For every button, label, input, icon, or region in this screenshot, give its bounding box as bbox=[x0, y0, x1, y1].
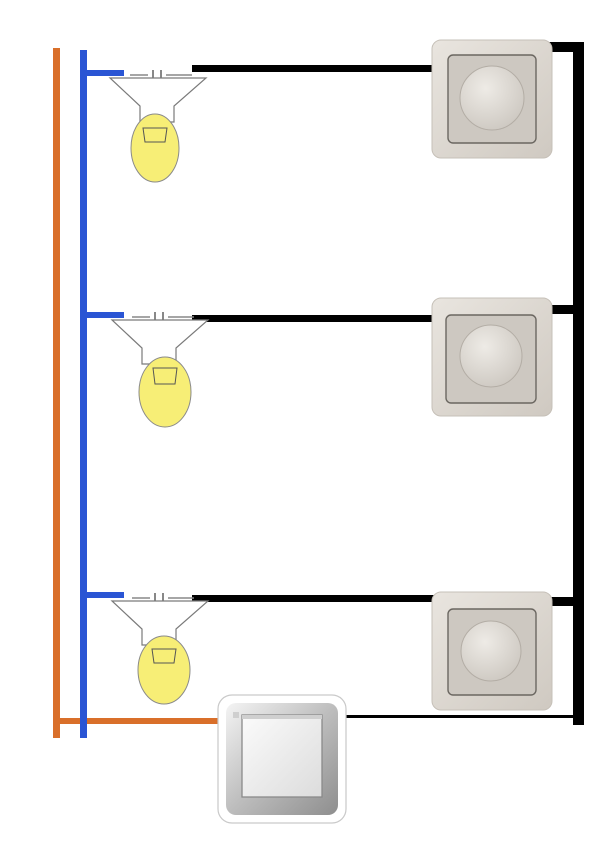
switch-terminal bbox=[233, 712, 239, 718]
dimmer-knob-icon[interactable] bbox=[460, 620, 522, 682]
light-bulb-icon bbox=[130, 113, 180, 183]
lamp-terminal bbox=[152, 70, 154, 78]
lamp-3-to-dimmer-3-wire bbox=[192, 595, 452, 602]
phase-wire-to-switch bbox=[53, 718, 243, 724]
dimmer-knob-icon[interactable] bbox=[459, 65, 525, 131]
neutral-branch-1 bbox=[80, 70, 124, 76]
common-return-bus bbox=[573, 42, 584, 725]
dimmer-3[interactable] bbox=[431, 591, 553, 711]
lamp-terminal bbox=[162, 312, 164, 320]
lamp-3 bbox=[110, 593, 210, 705]
dimmer-1[interactable] bbox=[431, 39, 553, 159]
bulb-filament bbox=[142, 127, 168, 143]
wires bbox=[53, 42, 584, 738]
neutral-wire-vertical bbox=[80, 50, 87, 738]
lamp-terminal bbox=[154, 593, 156, 601]
lamp-holder-icon bbox=[108, 77, 208, 123]
phase-wire bbox=[53, 48, 243, 738]
main-switch[interactable] bbox=[217, 694, 347, 824]
dimmer-2-to-bus-wire bbox=[536, 305, 584, 314]
switched-wires bbox=[192, 42, 584, 725]
dimmer-1-to-bus-wire bbox=[536, 42, 584, 52]
lamp-1 bbox=[108, 70, 208, 183]
neutral-wire bbox=[80, 50, 124, 738]
lamp-2 bbox=[110, 312, 210, 428]
neutral-branch-3 bbox=[80, 592, 124, 598]
lamp-1-to-dimmer-1-wire bbox=[192, 65, 452, 72]
light-bulb-icon bbox=[138, 356, 192, 428]
lamp-terminal bbox=[162, 593, 164, 601]
dimmer-3-to-bus-wire bbox=[536, 597, 584, 606]
neutral-branch-2 bbox=[80, 312, 124, 318]
bulb-filament bbox=[151, 648, 177, 664]
switch-rocker-icon[interactable] bbox=[241, 714, 323, 798]
dimmer-knob-icon[interactable] bbox=[459, 324, 523, 388]
light-bulb-icon bbox=[137, 635, 191, 705]
bulb-filament bbox=[152, 367, 178, 385]
lamp-terminal bbox=[160, 70, 162, 78]
lamp-terminal bbox=[154, 312, 156, 320]
dimmer-2[interactable] bbox=[431, 297, 553, 417]
lamp-2-to-dimmer-2-wire bbox=[192, 315, 452, 322]
phase-wire-vertical bbox=[53, 48, 60, 738]
switch-rocker-edge bbox=[242, 715, 322, 719]
switch-to-bus-wire bbox=[320, 715, 584, 718]
